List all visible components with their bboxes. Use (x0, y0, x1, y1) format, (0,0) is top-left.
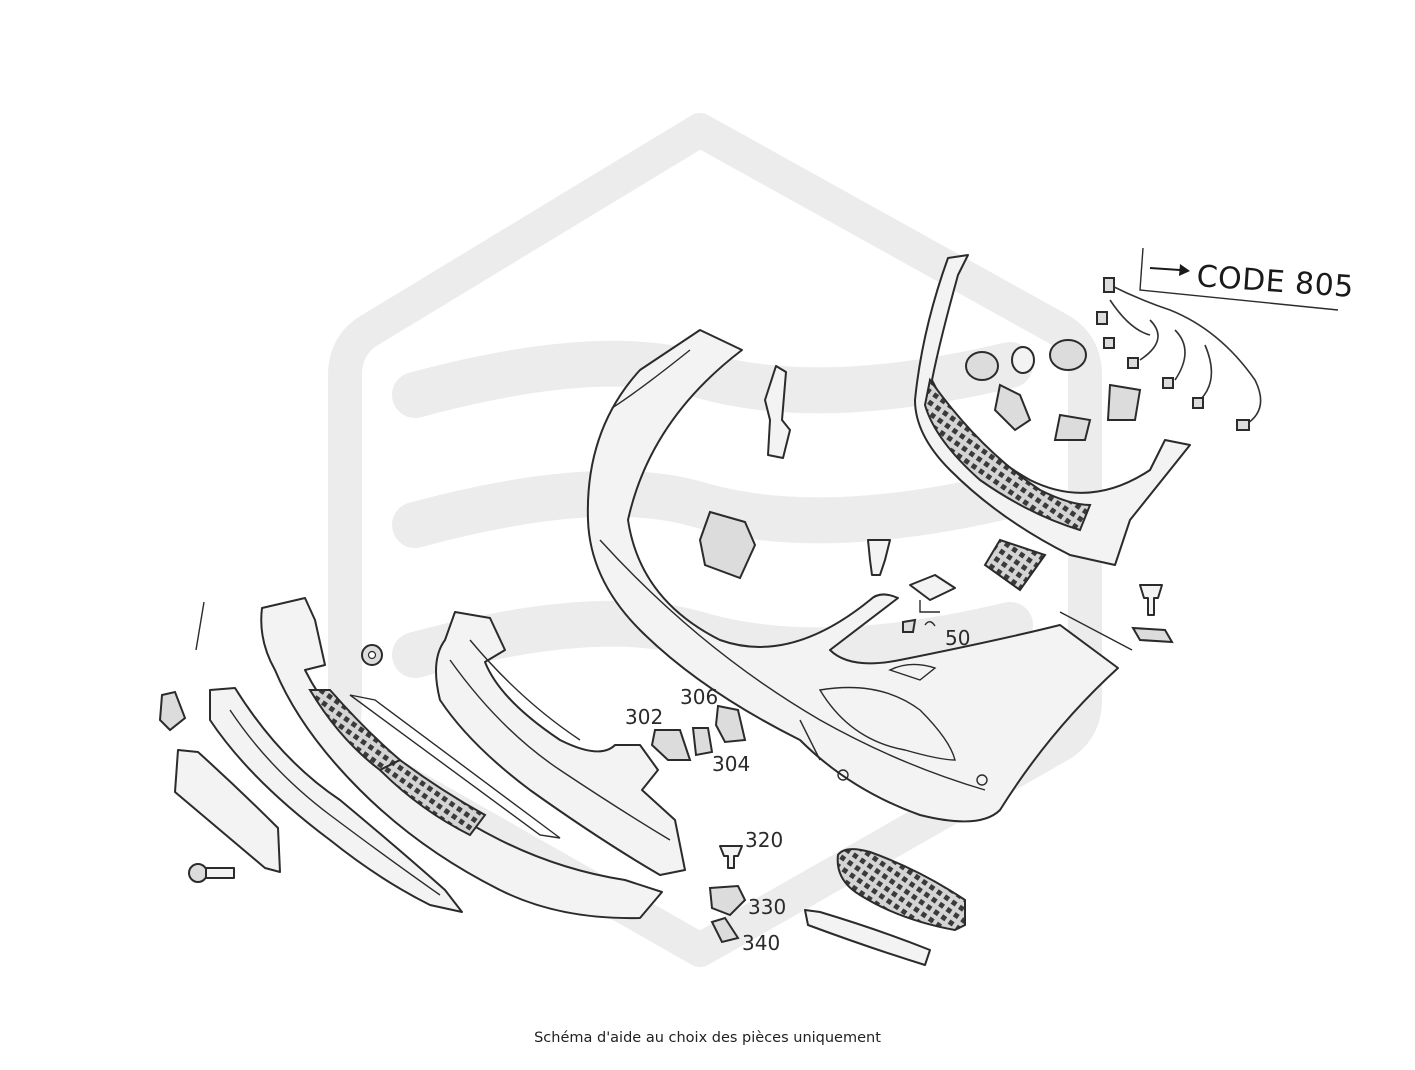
callout-304: 304 (712, 752, 750, 776)
clip-nut-right[interactable] (1131, 626, 1174, 644)
parking-sensors[interactable] (965, 339, 1142, 441)
lower-grille[interactable] (260, 597, 663, 920)
side-bracket[interactable] (764, 365, 791, 459)
bolt-left[interactable] (188, 863, 235, 883)
bumper-cover[interactable] (586, 329, 1119, 823)
callout-330: 330 (748, 895, 786, 919)
washer[interactable] (361, 644, 383, 666)
callout-302: 302 (625, 705, 663, 729)
bracket-306[interactable] (714, 704, 747, 744)
push-clip[interactable] (867, 539, 891, 576)
divider-line (1059, 611, 1133, 651)
clip-nut-50[interactable] (902, 618, 936, 633)
small-bracket-left[interactable] (158, 690, 187, 732)
screw-320[interactable] (719, 845, 743, 869)
bolt-right[interactable] (1139, 584, 1163, 616)
license-plate-holder[interactable] (174, 749, 281, 873)
callout-50: 50 (945, 626, 970, 650)
sensor-holder-330[interactable] (708, 884, 747, 917)
code-805-indicator: CODE 805 (1139, 247, 1355, 311)
tow-hook-cover[interactable] (909, 574, 956, 613)
fog-grille[interactable] (836, 848, 966, 932)
diagram-caption: Schéma d'aide au choix des pièces unique… (534, 1030, 881, 1046)
impact-support-bar[interactable] (435, 611, 686, 876)
strip-line (349, 694, 561, 839)
bracket-304[interactable] (691, 727, 714, 757)
callout-320: 320 (745, 828, 783, 852)
fog-trim[interactable] (804, 909, 931, 966)
callout-306: 306 (680, 685, 718, 709)
rod-left (195, 601, 205, 651)
callout-340: 340 (742, 931, 780, 955)
control-module[interactable] (698, 510, 757, 580)
sensor-wiring-harness[interactable] (1096, 277, 1262, 431)
grille-insert-small[interactable] (983, 538, 1047, 592)
clip-340[interactable] (710, 916, 740, 944)
bracket-302[interactable] (650, 729, 692, 761)
upper-grille[interactable] (914, 254, 1191, 566)
lower-trim-strip[interactable] (209, 687, 463, 913)
